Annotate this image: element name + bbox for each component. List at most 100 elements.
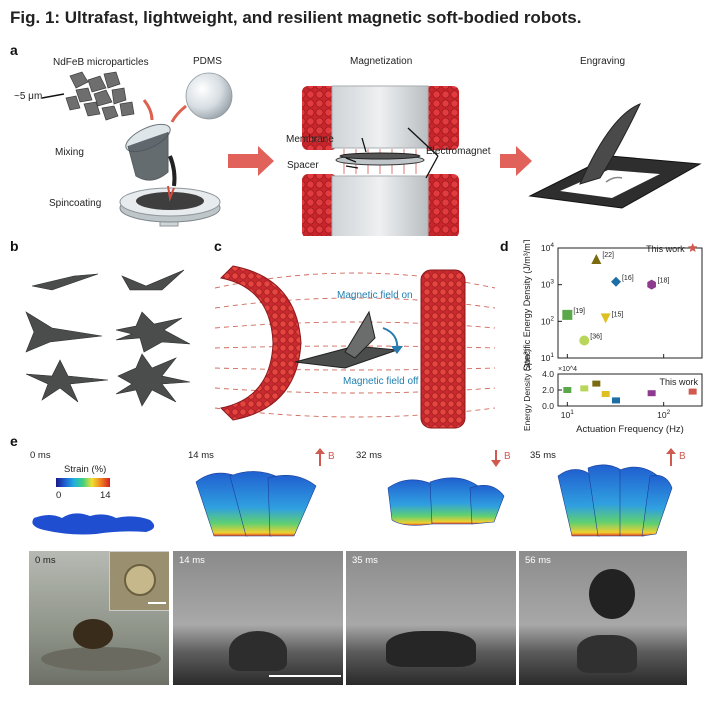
tick-exponent: 2 [550,315,554,322]
right-electromagnet [420,269,466,429]
panel-label-e: e [10,433,18,449]
field-on-label: Magnetic field on [337,290,413,301]
engraving-label: Engraving [580,56,626,67]
panel-e-simulations [32,464,673,537]
tick-exponent: 3 [550,279,554,286]
particles-arrow [142,99,154,121]
mixing-cup [125,123,177,187]
b-label-2: B [504,451,511,462]
x-tick-label: 101 [561,409,574,420]
inset-scale-bar [148,602,166,604]
bottom-this-work-label: This work [659,377,698,387]
sim-time-3: 35 ms [530,450,556,461]
top-data-point [591,254,602,265]
panel-b-shapes [25,269,191,407]
x-tick-label: 102 [657,409,670,420]
photo-time-3: 56 ms [525,555,551,566]
step-arrow-2 [500,146,532,176]
magnetization-setup [302,85,459,236]
left-electromagnet [219,265,302,421]
sim-robot-32ms [387,477,505,526]
photo-robot-14ms [229,631,287,671]
ref-label: [15] [612,311,624,318]
panel-label-c: c [214,238,222,254]
photo-frame-3: 56 ms [519,551,687,685]
bottom-data-bar [611,397,620,404]
sim-robot-35ms [557,464,673,537]
panel-label-d: d [500,238,509,254]
spincoating-label: Spincoating [49,198,102,209]
photo-robot-35ms [386,631,476,667]
shape-flower6 [115,353,191,407]
tick-exponent: 4 [550,242,554,249]
photo-frame-2: 35 ms [346,551,516,685]
ref-label: [18] [658,278,670,285]
top-y-tick-label: 103 [541,279,554,290]
photo-time-2: 35 ms [352,555,378,566]
tick-exponent: 1 [550,352,554,359]
ref-label: [16] [622,275,634,282]
b-label-3: B [679,451,686,462]
photo-time-0: 0 ms [35,555,56,566]
top-y-tick-label: 104 [541,242,554,253]
photo-time-1: 14 ms [179,555,205,566]
particles-label: NdFeB microparticles [53,57,149,68]
step-arrow-1 [228,146,274,176]
bottom-y-tick-label: 2.0 [542,385,554,395]
photo-scale-bar [269,675,341,677]
top-y-tick-label: 102 [541,315,554,326]
sim-flat-robot [32,513,155,535]
sim-time-0: 0 ms [30,450,51,461]
inset-photo [109,551,169,611]
tick-base: 10 [541,243,551,253]
ndfeb-particles [65,71,135,121]
bottom-y-multiplier: ×10^4 [558,366,577,373]
shape-star5 [25,359,109,403]
pdms-droplet [185,72,233,120]
membrane-label: Membrane [286,134,334,145]
spincoating-disc [119,185,221,227]
top-data-point [610,276,621,287]
top-y-tick-label: 101 [541,352,554,363]
bottom-data-bar [592,380,601,387]
strain-label: Strain (%) [64,464,107,475]
tick-base: 10 [541,280,551,290]
size-label: ~5 μm [14,91,43,102]
b-down-arrow [491,450,501,467]
shape-arrowhead [25,311,103,353]
ref-label: [22] [602,252,614,259]
b-up-arrow-1 [315,448,325,466]
photo-frame-1: 14 ms [173,551,343,685]
sim-time-1: 14 ms [188,450,214,461]
photo-fly [73,619,113,649]
tick-base: 10 [561,410,571,420]
shape-star4 [115,311,191,353]
shape-rhombus [31,273,99,291]
photo-flower-robot [41,647,161,671]
bottom-y-tick-label: 0.0 [542,401,554,411]
shape-bowtie [121,269,185,291]
top-y-axis-label: Specific Energy Density (J/m³/mT) [522,240,532,371]
pdms-label: PDMS [193,56,222,67]
b-up-arrow-2 [666,448,676,466]
bottom-data-bar [601,391,610,397]
strain-max: 14 [100,490,111,501]
spacer-label: Spacer [287,160,319,171]
bottom-y-tick-label: 4.0 [542,369,554,379]
tick-exponent: 2 [667,409,671,416]
panel-label-b: b [10,238,19,254]
bottom-data-bar [580,385,589,392]
bottom-data-bar [563,387,572,393]
ref-label: [19] [573,308,585,315]
tick-exponent: 1 [570,409,574,416]
inset-flower-robot [124,564,156,596]
tick-base: 10 [541,353,551,363]
panel-c-illustration [215,265,495,429]
this-work-label: This work [646,244,685,254]
field-off-label: Magnetic field off [343,376,419,387]
tick-base: 10 [657,410,667,420]
photo-fly-jumping [589,569,635,619]
top-data-point [600,313,611,324]
sim-time-2: 32 ms [356,450,382,461]
photo-robot-56ms [577,635,637,673]
